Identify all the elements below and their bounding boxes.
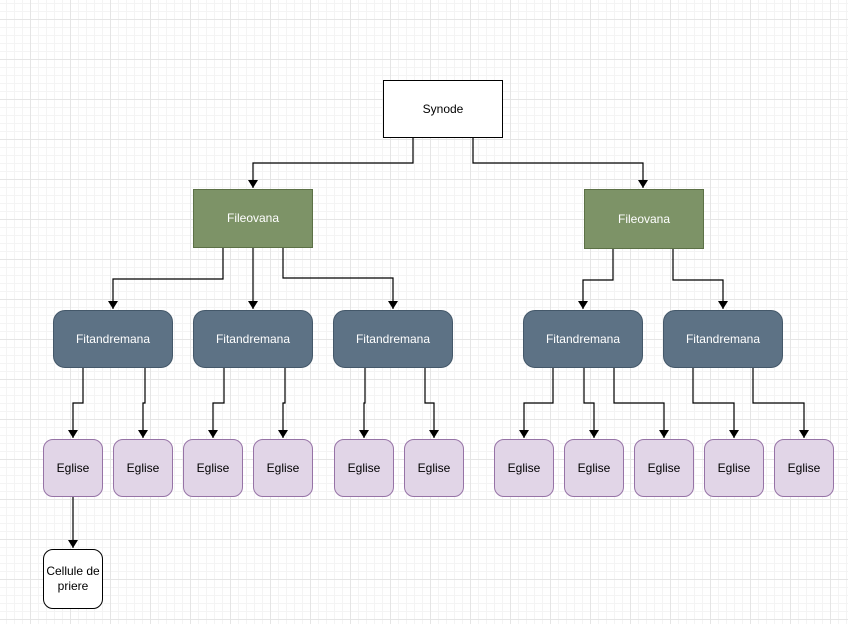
node-eglise-8[interactable]: Eglise: [564, 439, 624, 497]
edge-fitandremana-1-eglise-1[interactable]: [68, 368, 84, 438]
node-eglise-1[interactable]: Eglise: [43, 439, 103, 497]
node-fitandremana-3[interactable]: Fitandremana: [333, 310, 453, 368]
edge-fitandremana-4-eglise-7[interactable]: [519, 368, 554, 438]
node-fitandremana-5[interactable]: Fitandremana: [663, 310, 783, 368]
node-eglise-10[interactable]: Eglise: [704, 439, 764, 497]
edge-fitandremana-1-eglise-2[interactable]: [138, 368, 148, 438]
edge-fitandremana-3-eglise-6[interactable]: [424, 368, 439, 438]
edge-fileovana-1-fitandremana-3[interactable]: [282, 248, 398, 309]
node-fileovana-1[interactable]: Fileovana: [193, 189, 313, 248]
node-synode[interactable]: Synode: [383, 80, 503, 138]
edge-fitandremana-4-eglise-9[interactable]: [613, 368, 669, 438]
edge-fileovana-2-fitandremana-5[interactable]: [672, 249, 728, 309]
node-cellule-de-priere[interactable]: Cellule de priere: [43, 549, 103, 609]
edge-synode-fileovana-1[interactable]: [248, 138, 414, 188]
edge-fitandremana-2-eglise-3[interactable]: [208, 368, 225, 438]
edge-fileovana-1-fitandremana-1[interactable]: [108, 248, 224, 309]
node-eglise-11[interactable]: Eglise: [774, 439, 834, 497]
node-fitandremana-4[interactable]: Fitandremana: [523, 310, 643, 368]
node-eglise-6[interactable]: Eglise: [404, 439, 464, 497]
node-eglise-4[interactable]: Eglise: [253, 439, 313, 497]
node-eglise-2[interactable]: Eglise: [113, 439, 173, 497]
node-eglise-3[interactable]: Eglise: [183, 439, 243, 497]
node-eglise-9[interactable]: Eglise: [634, 439, 694, 497]
node-fitandremana-2[interactable]: Fitandremana: [193, 310, 313, 368]
node-fileovana-2[interactable]: Fileovana: [584, 189, 704, 249]
node-fitandremana-1[interactable]: Fitandremana: [53, 310, 173, 368]
edge-fitandremana-3-eglise-5[interactable]: [359, 368, 369, 438]
edge-fitandremana-2-eglise-4[interactable]: [278, 368, 288, 438]
edge-fitandremana-5-eglise-10[interactable]: [692, 368, 739, 438]
edge-fitandremana-4-eglise-8[interactable]: [583, 368, 599, 438]
edge-fitandremana-5-eglise-11[interactable]: [752, 368, 809, 438]
node-eglise-7[interactable]: Eglise: [494, 439, 554, 497]
edge-fileovana-2-fitandremana-4[interactable]: [578, 249, 614, 309]
node-eglise-5[interactable]: Eglise: [334, 439, 394, 497]
edge-synode-fileovana-2[interactable]: [472, 138, 648, 188]
